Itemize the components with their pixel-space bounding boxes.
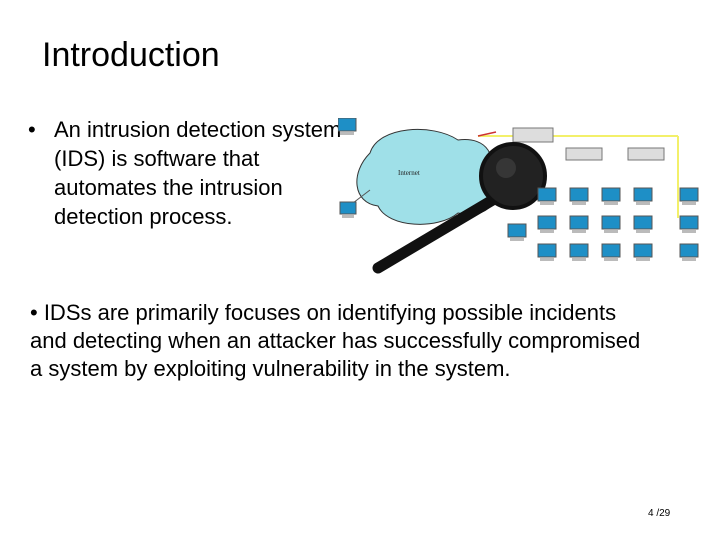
cloud-label: Internet bbox=[398, 169, 420, 177]
page-number: 4 /29 bbox=[648, 508, 671, 519]
bullet-text-1: An intrusion detection system (IDS) is s… bbox=[54, 117, 342, 229]
ids-network-diagram: Internet bbox=[338, 118, 699, 274]
magnifying-glass-icon bbox=[372, 142, 547, 274]
workstation-grid bbox=[338, 118, 699, 262]
slide-title: Introduction bbox=[42, 36, 220, 74]
bullet-marker: • bbox=[28, 117, 36, 142]
server-icon bbox=[512, 127, 665, 161]
bullet-item-2: • IDSs are primarily focuses on identify… bbox=[30, 300, 641, 381]
computer-icon bbox=[339, 201, 357, 218]
